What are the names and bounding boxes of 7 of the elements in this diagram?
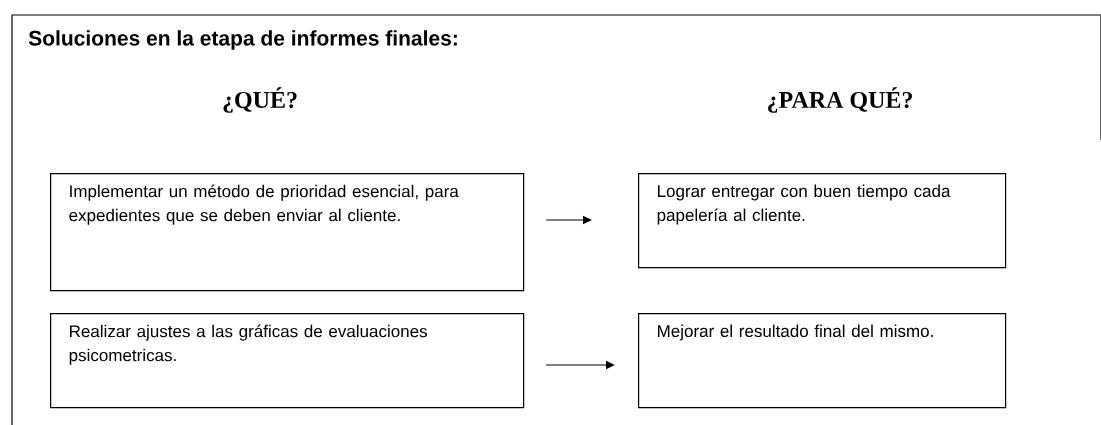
column-heading: ¿PARA QUÉ?: [768, 87, 912, 113]
text-box: Lograr entregar con buen tiempo cada papelería al cliente.: [638, 173, 1007, 269]
column-heading: ¿QUÉ?: [223, 87, 297, 113]
heading: Soluciones en la etapa de informes finales:: [28, 30, 457, 50]
text-box: Realizar ajustes a las gráficas de evaluaciones psicometricas.: [50, 313, 525, 409]
text-box: Implementar un método de prioridad esencial, para expedientes que se deben enviar al cliente.: [50, 173, 525, 292]
text-box: Mejorar el resultado final del mismo.: [638, 313, 1007, 409]
